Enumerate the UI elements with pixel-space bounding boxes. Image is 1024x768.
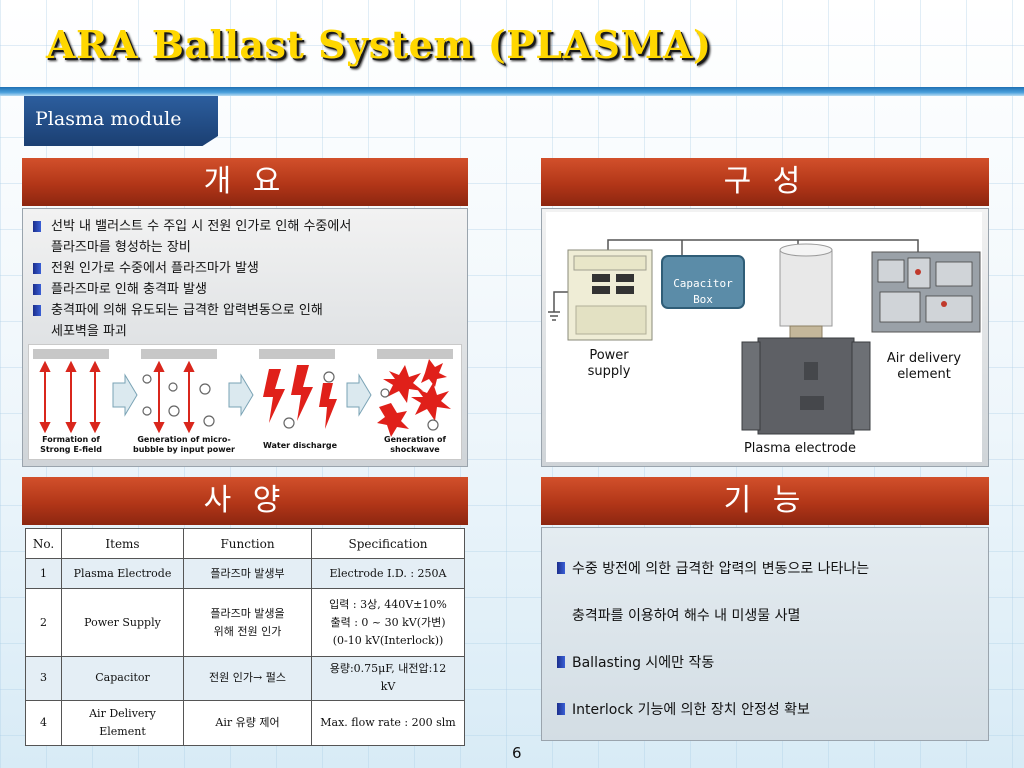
table-cell: 플라즈마 발생부 — [183, 557, 312, 590]
spec-table: No. Items Function Specification 1 Plasm… — [25, 528, 465, 746]
composition-header: 구 성 — [541, 158, 989, 206]
function-bullet-continuation: 충격파를 이용하여 해수 내 미생물 사멸 — [572, 608, 801, 624]
table-header: Specification — [311, 528, 465, 559]
table-header: Items — [61, 528, 184, 559]
bullet-icon — [557, 703, 565, 715]
arrow-right-icon — [346, 373, 372, 417]
electrode-bar — [141, 349, 217, 359]
table-cell: Plasma Electrode — [61, 557, 184, 590]
bullet-icon — [33, 263, 41, 274]
bullet-icon — [33, 284, 41, 295]
ground-icon — [548, 311, 560, 321]
stage-caption: Generation of micro-bubble by input powe… — [132, 435, 235, 454]
arrow-right-icon — [228, 373, 254, 417]
function-bullet: Interlock 기능에 의한 장치 안정성 확보 — [557, 699, 810, 719]
section-tab: Plasma module — [24, 96, 218, 146]
overview-bullet: 전원 인가로 수중에서 플라즈마가 발생 — [31, 258, 461, 279]
table-cell: Electrode I.D. : 250A — [311, 557, 465, 590]
table-cell: 1 — [25, 557, 62, 590]
capacitor-box — [661, 255, 745, 309]
bullet-icon — [33, 221, 41, 232]
slide-title: ARA Ballast System (PLASMA) — [46, 22, 712, 67]
plasma-electrode-pipe — [757, 337, 855, 435]
table-cell: 4 — [25, 700, 62, 746]
table-cell: Air 유량 제어 — [183, 700, 312, 746]
electrode-bar — [33, 349, 109, 359]
function-header: 기 능 — [541, 477, 989, 525]
plasma-electrode-label: Plasma electrode — [732, 441, 868, 457]
table-cell: Capacitor — [61, 655, 184, 702]
stage-caption: Water discharge — [262, 441, 338, 450]
overview-bullet: 플라즈마로 인해 충격파 발생 — [31, 279, 461, 300]
function-bullet: 수중 방전에 의한 급격한 압력의 변동으로 나타나는 — [557, 558, 869, 578]
e-field-arrows-icon — [39, 360, 101, 434]
process-illustration — [39, 359, 451, 437]
table-cell: Max. flow rate : 200 slm — [311, 700, 465, 746]
table-cell: 입력 : 3상, 440V±10%출력 : 0 ~ 30 kV(가변)(0-10… — [311, 588, 465, 657]
shockwave-icon — [377, 359, 451, 437]
electrode-bar — [259, 349, 335, 359]
bullet-icon — [557, 562, 565, 574]
system-schematic — [548, 239, 981, 435]
table-cell: 2 — [25, 588, 62, 657]
function-bullet: Ballasting 시에만 작동 — [557, 652, 714, 672]
spec-header: 사 양 — [22, 477, 468, 525]
micro-bubble-icon — [153, 360, 195, 434]
table-row: 1 Plasma Electrode 플라즈마 발생부 Electrode I.… — [25, 557, 465, 590]
electrode-bar — [377, 349, 453, 359]
table-cell: Power Supply — [61, 588, 184, 657]
bullet-icon — [33, 305, 41, 316]
water-discharge-icon — [263, 365, 337, 429]
arrow-right-icon — [112, 373, 138, 417]
table-cell: 3 — [25, 655, 62, 702]
page-number: 6 — [512, 744, 522, 762]
title-divider — [0, 87, 1024, 96]
capacitor-box-label: Capacitor Box — [673, 277, 733, 306]
table-cell: 전원 인가→ 펄스 — [183, 655, 312, 702]
function-panel — [541, 527, 989, 741]
bullet-icon — [557, 656, 565, 668]
overview-header: 개 요 — [22, 158, 468, 206]
table-header: Function — [183, 528, 312, 559]
table-header: No. — [25, 528, 62, 559]
